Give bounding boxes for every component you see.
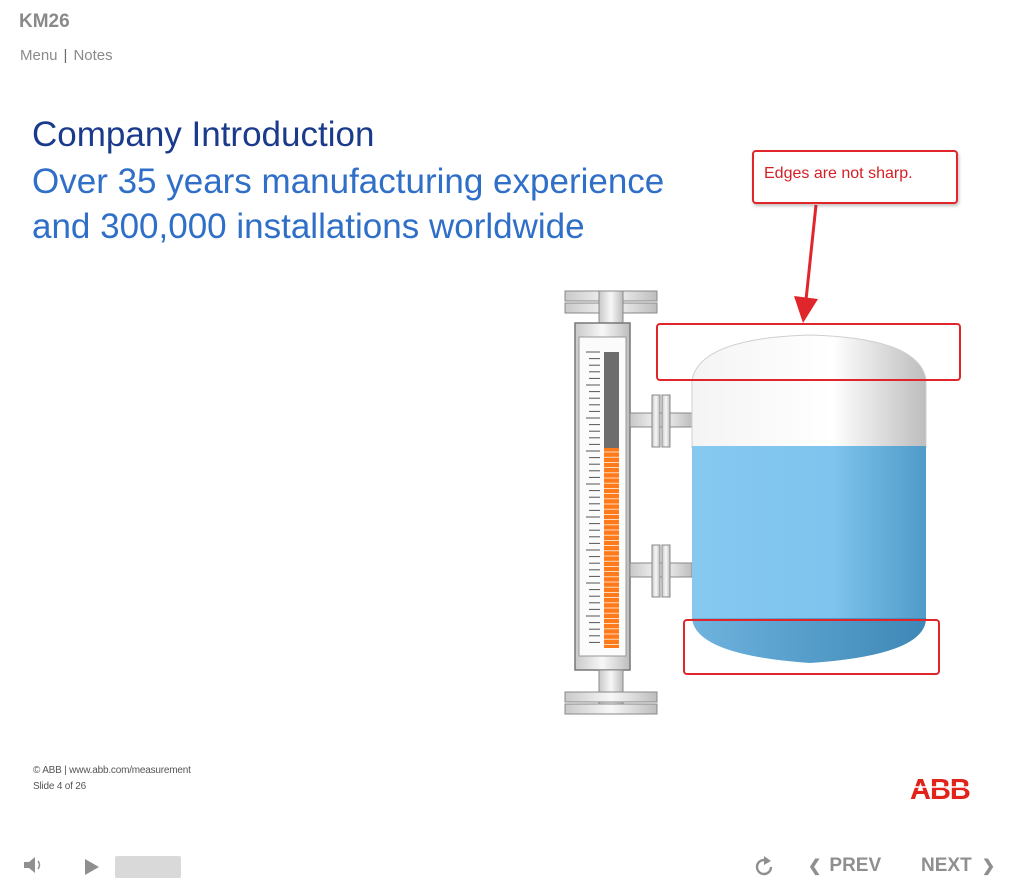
chevron-left-icon: ❮ <box>808 858 822 875</box>
top-nav: Menu | Notes <box>20 47 113 64</box>
slide-counter: Slide 4 of 26 <box>33 781 86 792</box>
top-edge-highlight <box>656 323 961 381</box>
prev-label: PREV <box>829 855 882 876</box>
footer: © ABB | www.abb.com/measurement Slide 4 … <box>33 763 191 795</box>
replay-icon[interactable] <box>752 855 776 879</box>
gauge-body <box>574 322 631 671</box>
menu-link[interactable]: Menu <box>20 47 58 64</box>
bottom-edge-highlight <box>683 619 940 675</box>
app-title: KM26 <box>19 11 70 32</box>
speaker-icon[interactable] <box>22 855 44 875</box>
next-button[interactable]: NEXT ❯ <box>921 855 995 877</box>
slide-title: Company Introduction <box>32 115 375 154</box>
notes-link[interactable]: Notes <box>73 47 113 64</box>
level-gauge-diagram <box>564 204 961 715</box>
chevron-right-icon: ❯ <box>981 858 996 875</box>
abb-logo-text: ABB <box>910 774 970 802</box>
tank <box>691 334 927 663</box>
bottom-flange <box>564 669 658 715</box>
upper-connector <box>629 394 693 448</box>
float-segments <box>604 451 619 645</box>
next-label: NEXT <box>921 855 972 876</box>
callout-arrow <box>794 204 818 323</box>
play-icon[interactable] <box>83 857 101 877</box>
nav-separator: | <box>63 47 68 64</box>
abb-logo: ABB <box>910 774 982 802</box>
top-flange <box>564 290 658 324</box>
copyright-text: © ABB | www.abb.com/measurement <box>33 765 191 776</box>
progress-bar[interactable] <box>115 856 181 878</box>
annotation-callout: Edges are not sharp. <box>752 150 958 204</box>
subtitle-line-2: and 300,000 installations worldwide <box>32 207 585 246</box>
subtitle-line-1: Over 35 years manufacturing experience <box>32 162 665 201</box>
lower-connector <box>629 544 693 598</box>
slide-subtitle: Over 35 years manufacturing experience a… <box>32 159 752 249</box>
gauge-scale-ticks <box>586 351 600 643</box>
callout-text: Edges are not sharp. <box>764 165 913 182</box>
prev-button[interactable]: ❮ PREV <box>808 855 881 877</box>
